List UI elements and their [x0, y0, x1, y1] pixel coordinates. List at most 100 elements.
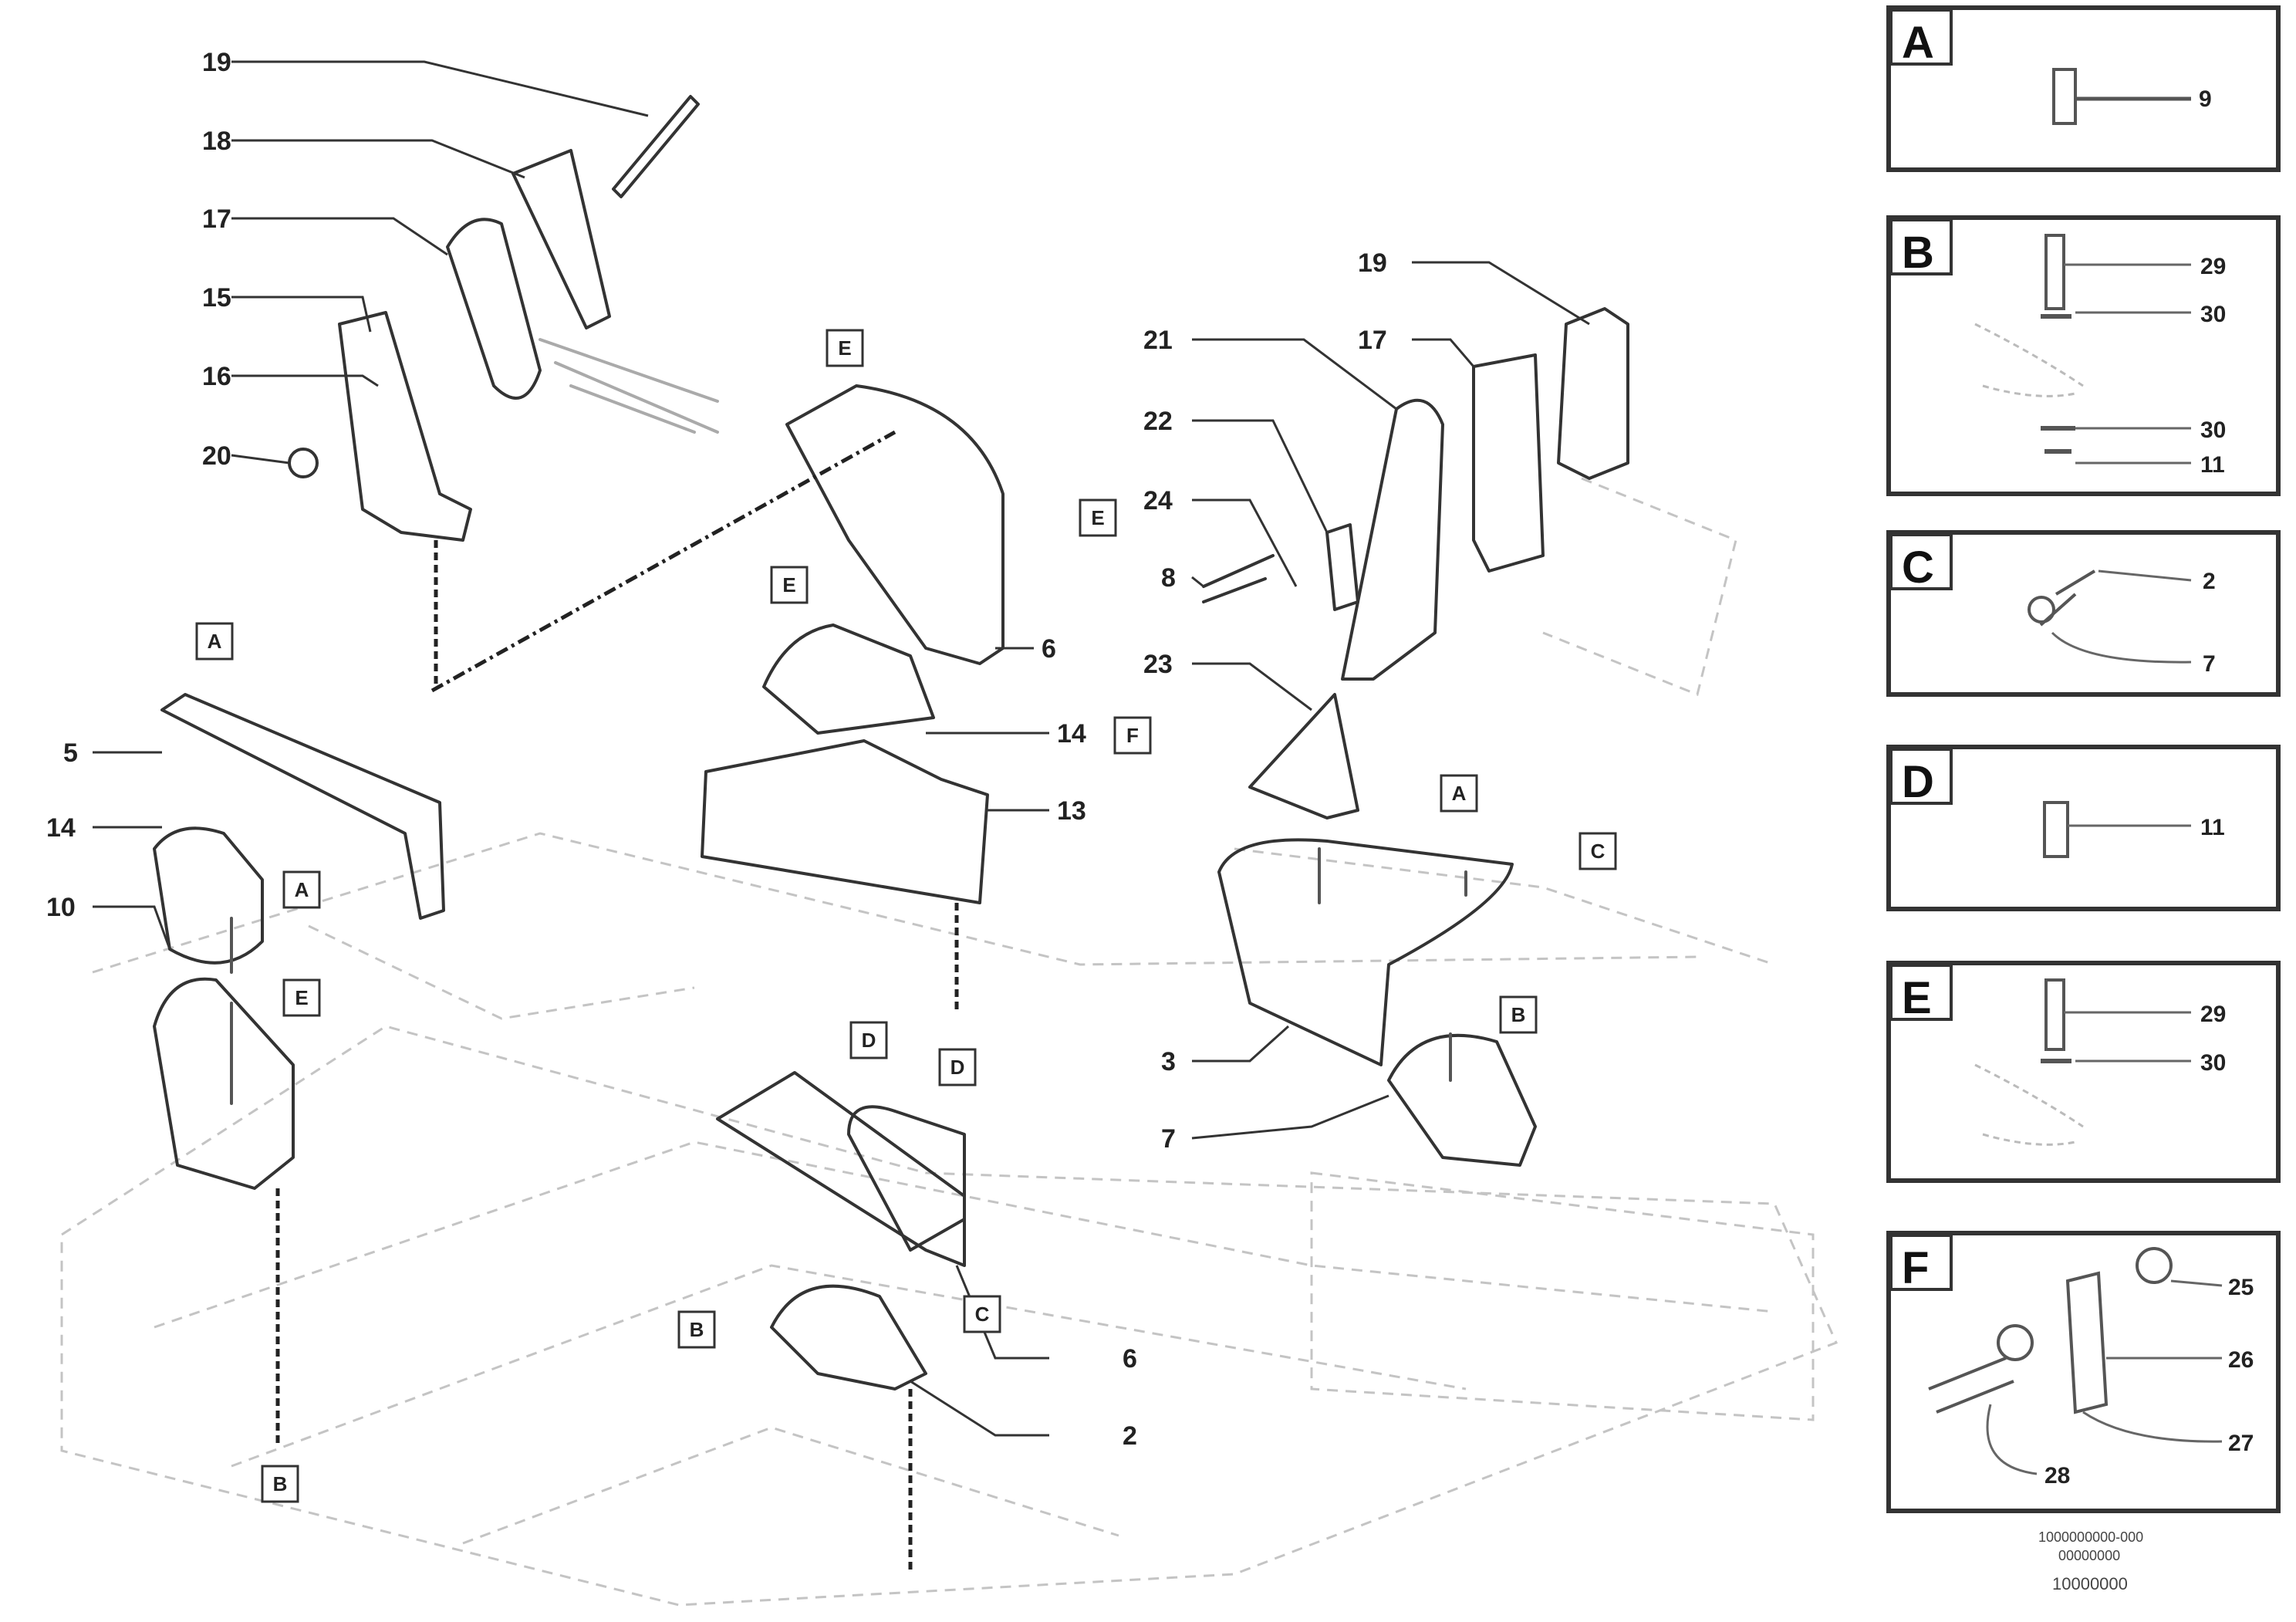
inset-f-label-27: 27	[2228, 1431, 2254, 1456]
inset-c-label-7: 7	[2203, 651, 2216, 677]
part-plate-18	[512, 149, 611, 329]
callout-17: 17	[202, 204, 231, 234]
callout-6-b: 6	[1123, 1344, 1137, 1374]
view-marker-labels: A E E E A E D D B C B F A C B	[208, 336, 1606, 1495]
inset-a-label-9: 9	[2199, 86, 2212, 112]
inset-b-label-30: 30	[2200, 302, 2226, 327]
inset-d-label-11: 11	[2200, 815, 2225, 840]
callout-13: 13	[1057, 796, 1086, 826]
callout-6: 6	[1042, 634, 1056, 664]
marker-f: F	[1126, 724, 1139, 747]
part-bolt-19	[612, 95, 700, 198]
callout-14: 14	[46, 813, 76, 843]
part-bracket-15	[338, 311, 472, 542]
marker-e: E	[838, 336, 851, 360]
marker-d: D	[862, 1029, 876, 1052]
inset-c: C 2 7	[1886, 530, 2281, 697]
marker-e: E	[782, 573, 795, 596]
part-plate-3	[1217, 838, 1514, 1066]
inset-b-label-29: 29	[2200, 254, 2226, 279]
part-panel-13	[701, 739, 989, 904]
view-markers	[195, 329, 1617, 1503]
part-plate-23	[1248, 693, 1359, 819]
inset-a: A 9	[1886, 5, 2281, 172]
inset-c-label-2: 2	[2203, 569, 2216, 594]
callout-18: 18	[202, 127, 231, 156]
callout-19: 19	[202, 48, 231, 77]
callout-17-b: 17	[1358, 326, 1387, 355]
callout-7: 7	[1161, 1124, 1176, 1154]
callout-15: 15	[202, 283, 231, 313]
inset-a-title: A	[1902, 18, 1934, 68]
inset-b-title: B	[1902, 228, 1934, 278]
callout-14-b: 14	[1057, 719, 1086, 748]
inset-b-label-11: 11	[2200, 452, 2225, 478]
callout-16: 16	[202, 362, 231, 391]
part-pad-14	[762, 623, 935, 735]
part-block-17b	[1472, 353, 1545, 573]
marker-e: E	[295, 986, 308, 1009]
callout-leader-lines	[93, 60, 1590, 1437]
marker-a: A	[295, 878, 309, 901]
part-bracket-19b	[1557, 307, 1629, 480]
inset-f-label-26: 26	[2228, 1347, 2254, 1373]
part-pad-7	[1387, 1033, 1537, 1167]
inset-e-label-30: 30	[2200, 1050, 2226, 1076]
inset-f-title: F	[1902, 1243, 1929, 1293]
part-plate-17	[446, 218, 542, 400]
callout-3: 3	[1161, 1047, 1176, 1076]
footer-line-2: 00000000	[2058, 1548, 2120, 1563]
footer-reference: 1000000000-000 00000000 10000000	[2038, 1529, 2143, 1593]
inset-b: B 29 30 30 11	[1886, 215, 2281, 496]
callout-24: 24	[1143, 486, 1173, 515]
inset-f-label-25: 25	[2228, 1275, 2254, 1300]
inset-c-title: C	[1902, 542, 1934, 593]
part-bracket-6a	[785, 384, 1004, 665]
marker-b: B	[1511, 1003, 1526, 1026]
inset-e-label-29: 29	[2200, 1002, 2226, 1027]
callout-20: 20	[202, 441, 231, 471]
inset-e: E 29 30	[1886, 961, 2281, 1183]
marker-c: C	[975, 1303, 990, 1326]
callout-10: 10	[46, 893, 76, 922]
callout-23: 23	[1143, 650, 1173, 679]
marker-e: E	[1091, 506, 1104, 529]
marker-b: B	[273, 1472, 288, 1495]
footer-line-1: 1000000000-000	[2038, 1529, 2143, 1545]
part-bracket-21	[1341, 398, 1444, 681]
marker-c: C	[1591, 840, 1606, 863]
marker-a: A	[208, 630, 222, 653]
inset-d: D 11	[1886, 745, 2281, 911]
marker-d: D	[950, 1056, 965, 1079]
callout-8: 8	[1161, 563, 1176, 593]
part-clip-22	[1325, 523, 1359, 611]
part-stud-rs	[1318, 847, 1467, 1082]
assembly-dash-lines	[275, 430, 959, 1574]
part-channel-5	[160, 693, 445, 920]
callout-2: 2	[1123, 1421, 1137, 1451]
marker-a: A	[1452, 782, 1467, 805]
callout-22: 22	[1143, 407, 1173, 436]
inset-b-label-30-b: 30	[2200, 417, 2226, 443]
part-rails	[539, 338, 719, 434]
part-pad-14b	[153, 826, 264, 965]
footer-line-3: 10000000	[2052, 1574, 2128, 1593]
callout-5: 5	[63, 738, 78, 768]
part-washer-20	[288, 448, 319, 478]
inset-e-title: E	[1902, 973, 1932, 1023]
part-pin-8	[1202, 554, 1275, 603]
callout-21: 21	[1143, 326, 1173, 355]
background-machine-outline	[60, 477, 1838, 1607]
detail-insets: A 9 B 29 30 30 11 C 2	[1886, 5, 2281, 1513]
part-bracket-6b	[716, 1071, 966, 1267]
callout-19-b: 19	[1358, 248, 1387, 278]
inset-f: F 25 26 27 28	[1886, 1231, 2281, 1513]
parts-outlines	[153, 95, 1629, 1391]
part-pad-10	[153, 977, 295, 1190]
main-callouts: 19 18 17 15 16 20 5 14 10 6 14 13 6 2 19…	[46, 48, 1387, 1451]
part-plate-2	[770, 1284, 927, 1391]
marker-b: B	[690, 1318, 704, 1341]
inset-f-label-28: 28	[2044, 1463, 2070, 1489]
inset-d-title: D	[1902, 757, 1934, 807]
